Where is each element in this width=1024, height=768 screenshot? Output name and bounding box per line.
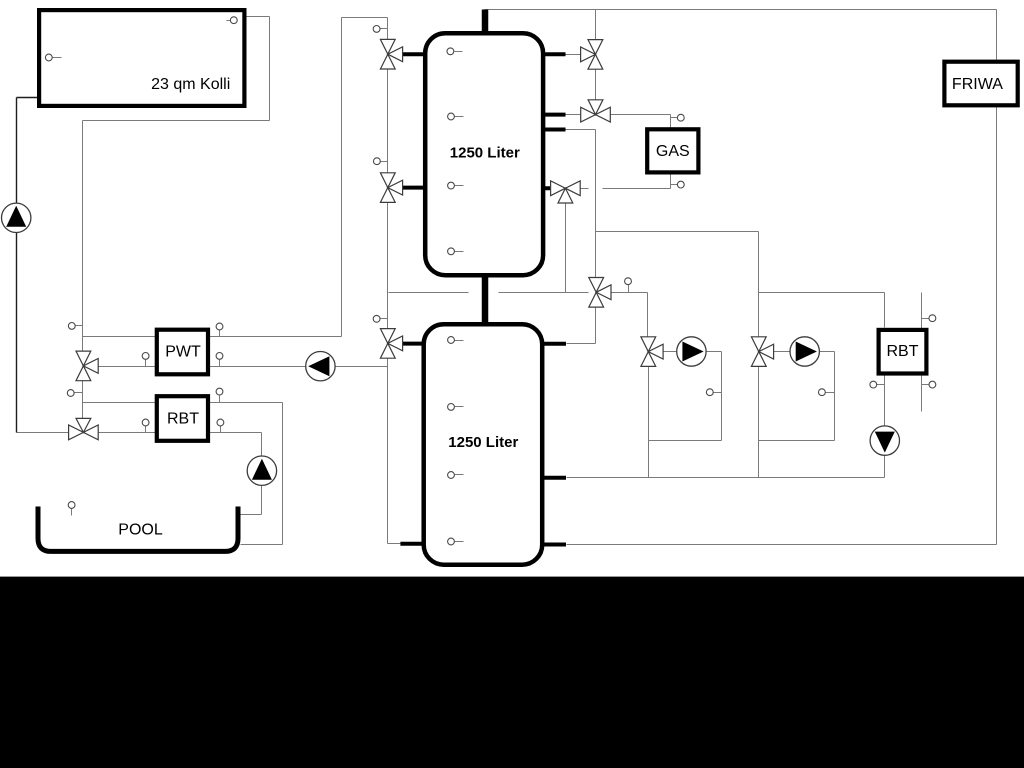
svg-text:1250 Liter: 1250 Liter xyxy=(450,144,520,161)
svg-text:1250 Liter: 1250 Liter xyxy=(448,434,518,451)
svg-text:23 qm Kolli: 23 qm Kolli xyxy=(151,76,230,93)
svg-text:PWT: PWT xyxy=(165,344,201,361)
svg-text:POOL: POOL xyxy=(118,522,163,539)
svg-text:GAS: GAS xyxy=(656,143,690,160)
svg-text:RBT: RBT xyxy=(887,343,919,360)
svg-text:RBT: RBT xyxy=(167,410,199,427)
svg-text:FRIWA: FRIWA xyxy=(952,76,1003,93)
